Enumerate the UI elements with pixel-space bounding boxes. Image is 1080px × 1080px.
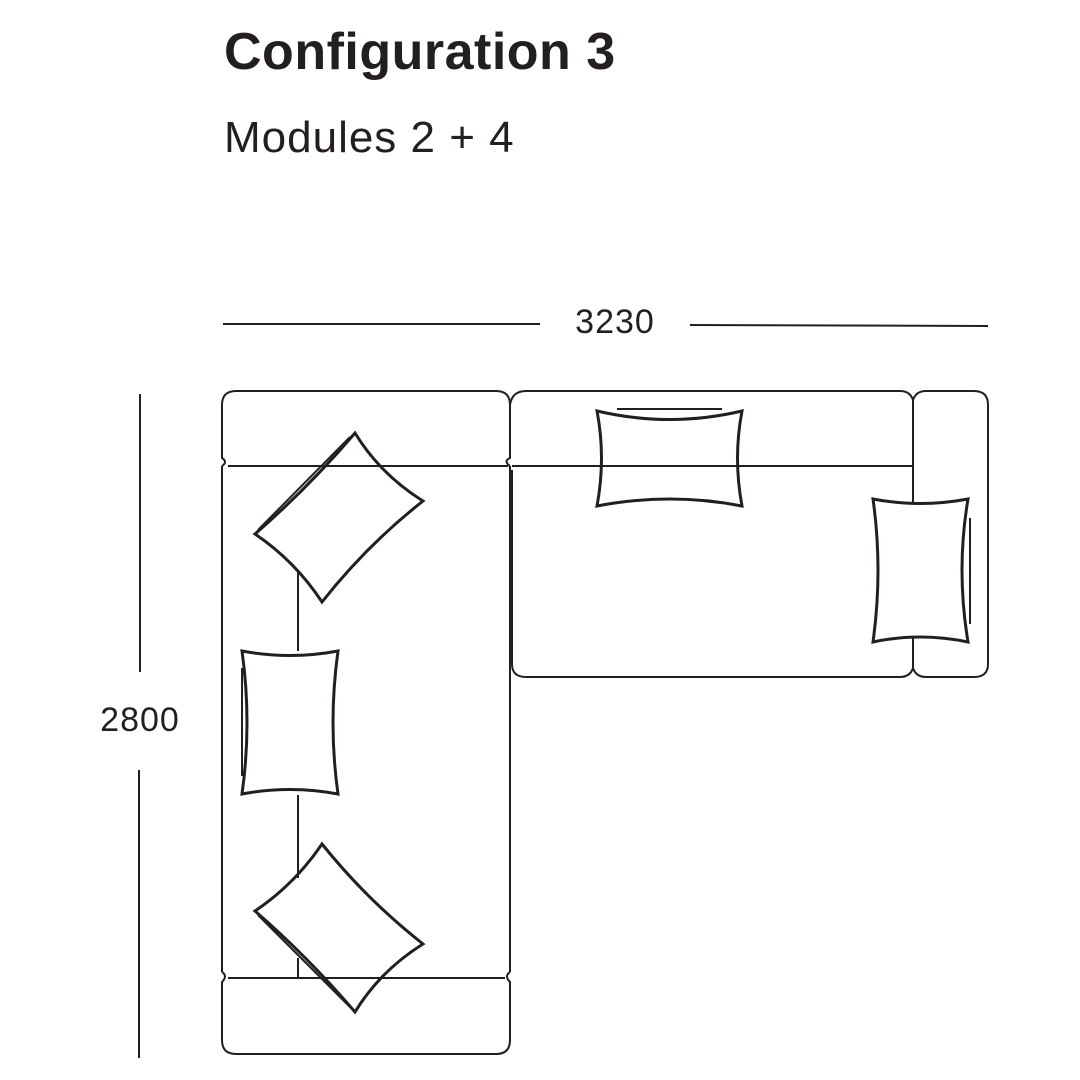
width-dimension-line-right bbox=[687, 324, 989, 327]
left-module bbox=[221, 390, 511, 1055]
cushion-left-middle bbox=[240, 649, 340, 796]
height-dimension-label: 2800 bbox=[100, 701, 180, 739]
width-dimension-label: 3230 bbox=[540, 303, 690, 342]
right-module bbox=[509, 390, 989, 678]
page-title: Configuration 3 bbox=[224, 23, 616, 81]
cushion-left-bottom-diagonal bbox=[252, 841, 426, 1015]
cushion-back-center bbox=[595, 408, 744, 508]
cushion-left-top-diagonal bbox=[252, 430, 426, 605]
cushion-right-arm bbox=[871, 497, 971, 644]
page-subtitle: Modules 2 + 4 bbox=[224, 113, 515, 162]
